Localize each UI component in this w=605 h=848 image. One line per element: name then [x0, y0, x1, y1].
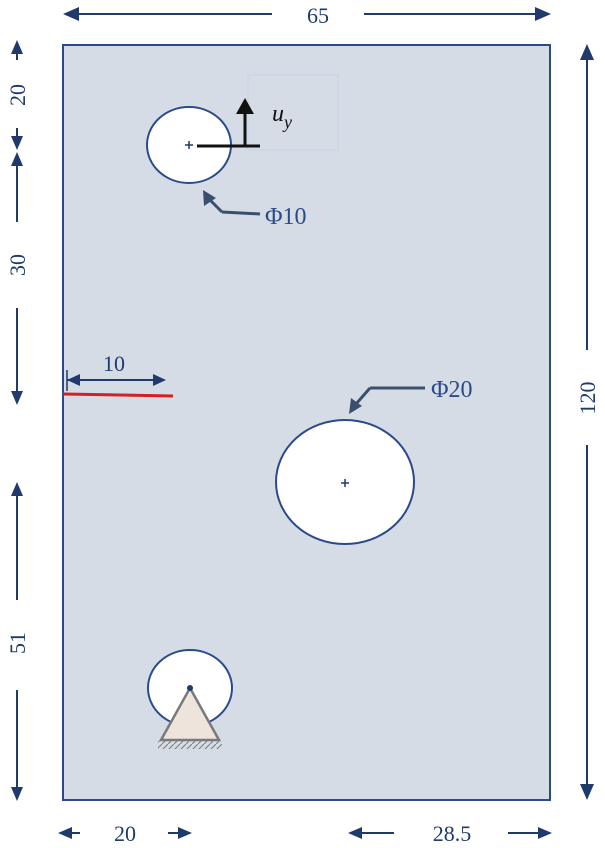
arrow-up-icon	[236, 98, 254, 114]
large-hole-leader	[349, 386, 425, 414]
plate	[62, 44, 551, 801]
width-dimension	[63, 7, 551, 21]
height-dimension	[580, 44, 594, 800]
pin-support-icon	[158, 685, 222, 749]
bottom-offset-label: 51	[5, 632, 30, 654]
small-hole-label: Φ10	[265, 204, 307, 230]
center-mark-icon	[341, 479, 349, 487]
crack-dimension	[66, 370, 166, 391]
left-offset-label: 20	[114, 821, 136, 846]
load-arrow	[197, 98, 260, 148]
hole-spacing-label: 30	[5, 254, 30, 276]
right-offset-dimension	[348, 827, 552, 839]
width-label: 65	[307, 3, 329, 28]
top-offset-dimension	[11, 40, 23, 150]
crack-length-label: 10	[103, 351, 125, 376]
center-mark-icon	[185, 141, 193, 149]
leader-arrow-icon	[349, 398, 362, 414]
small-hole-leader	[203, 190, 261, 216]
load-label: uy	[272, 101, 292, 132]
height-label: 120	[575, 382, 600, 415]
leader-arrow-icon	[203, 190, 216, 206]
right-offset-label: 28.5	[433, 821, 472, 846]
hole-spacing-dimension	[11, 152, 23, 405]
left-offset-dimension	[58, 827, 192, 839]
crack-line	[62, 392, 174, 398]
large-hole-label: Φ20	[431, 377, 473, 403]
bottom-offset-dimension	[11, 482, 23, 801]
top-offset-label: 20	[5, 84, 30, 106]
